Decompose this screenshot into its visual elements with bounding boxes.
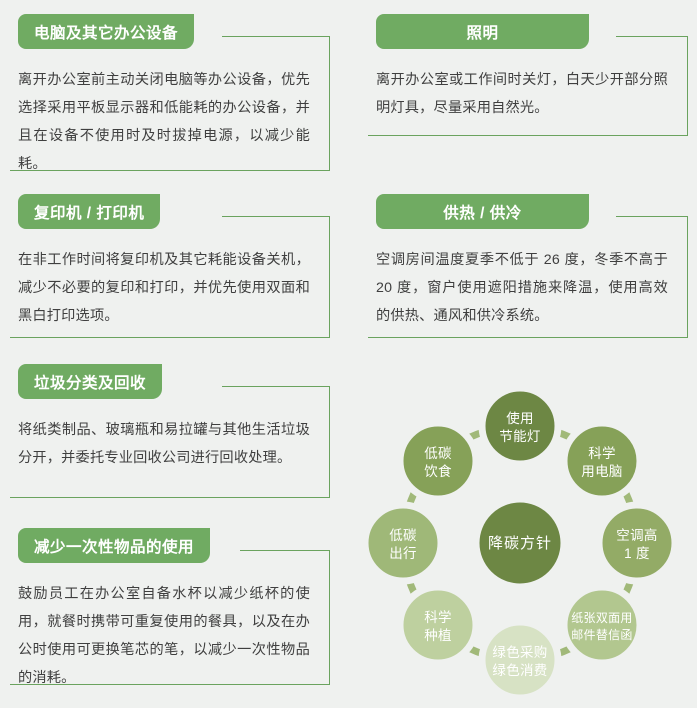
card-top-border: [616, 36, 688, 37]
diagram-node-ac-up-one-degree: 空调高 1 度: [595, 501, 679, 585]
diagram-node-scientific-computer: 科学 用电脑: [560, 419, 644, 503]
card-top-border: [240, 550, 330, 551]
card-title-tab: 电脑及其它办公设备: [18, 14, 195, 49]
carbon-reduction-cycle-diagram: 降碳方针 使用 节能灯 科学 用电脑 空调高 1 度: [355, 385, 685, 705]
diagram-node-green-purchase: 绿色采购 绿色消费: [478, 618, 562, 702]
card-body-text: 离开办公室前主动关闭电脑等办公设备，优先选择采用平板显示器和低能耗的办公设备，并…: [18, 72, 310, 172]
card-body-text: 在非工作时间将复印机及其它耗能设备关机，减少不必要的复印和打印，并优先使用双面和…: [18, 252, 310, 324]
node-circle: [560, 583, 644, 667]
node-circle: [478, 385, 562, 468]
card-title: 垃圾分类及回收: [34, 374, 147, 392]
card-body-text: 鼓励员工在办公室自备水杯以减少纸杯的使用，就餐时携带可重复使用的餐具，以及在办公…: [18, 586, 310, 686]
diagram-node-low-carbon-travel: 低碳 出行: [361, 501, 445, 585]
card-computers-office-equipment: 电脑及其它办公设备 离开办公室前主动关闭电脑等办公设备，优先选择采用平板显示器和…: [0, 14, 338, 189]
node-circle: [478, 618, 562, 702]
node-circle: [396, 419, 480, 503]
card-copier-printer: 复印机 / 打印机 在非工作时间将复印机及其它耗能设备关机，减少不必要的复印和打…: [0, 194, 338, 356]
card-title-tab: 照明: [376, 14, 589, 49]
card-body-text: 离开办公室或工作间时关灯，白天少开部分照明灯具，尽量采用自然光。: [376, 72, 668, 116]
diagram-node-energy-saving-lamp: 使用 节能灯: [478, 385, 562, 468]
diagram-center-node: 降碳方针: [472, 495, 568, 591]
node-circle: [560, 419, 644, 503]
card-title: 照明: [466, 24, 499, 42]
node-label-line2: 节能灯: [499, 429, 540, 444]
diagram-node-duplex-paper-email: 纸张双面用 邮件替信函: [560, 583, 644, 667]
card-title: 电脑及其它办公设备: [34, 24, 179, 42]
card-body-text: 空调房间温度夏季不低于 26 度，冬季不高于 20 度，窗户使用遮阳措施来降温，…: [376, 252, 668, 324]
card-title: 复印机 / 打印机: [34, 204, 145, 222]
node-label-line1: 使用: [506, 410, 534, 426]
card-heating-cooling: 供热 / 供冷 空调房间温度夏季不低于 26 度，冬季不高于 20 度，窗户使用…: [358, 194, 696, 356]
node-label-line2: 用电脑: [581, 464, 622, 479]
card-waste-sorting-recycling: 垃圾分类及回收 将纸类制品、玻璃瓶和易拉罐与其他生活垃圾分开，并委托专业回收公司…: [0, 364, 338, 516]
node-circle: [361, 501, 445, 585]
center-circle: [472, 495, 568, 591]
card-title: 供热 / 供冷: [443, 204, 522, 222]
card-title-tab: 供热 / 供冷: [376, 194, 589, 229]
card-title-tab: 垃圾分类及回收: [18, 364, 163, 399]
node-label-line2: 饮食: [424, 463, 452, 479]
card-reduce-single-use: 减少一次性物品的使用 鼓励员工在办公室自备水杯以减少纸杯的使用，就餐时携带可重复…: [0, 528, 338, 703]
node-circle: [396, 583, 480, 667]
node-label-line1: 科学: [424, 610, 452, 625]
card-title-tab: 减少一次性物品的使用: [18, 528, 211, 563]
node-label-line1: 低碳: [389, 528, 417, 543]
diagram-node-low-carbon-diet: 低碳 饮食: [396, 419, 480, 503]
node-label-line2: 1 度: [624, 546, 650, 561]
node-label-line1: 科学: [588, 446, 616, 461]
node-label-line2: 绿色消费: [492, 662, 547, 678]
node-label-line1: 纸张双面用: [571, 611, 633, 625]
card-body-text: 将纸类制品、玻璃瓶和易拉罐与其他生活垃圾分开，并委托专业回收公司进行回收处理。: [18, 422, 310, 466]
card-title-tab: 复印机 / 打印机: [18, 194, 161, 229]
node-label-line1: 绿色采购: [492, 644, 547, 660]
node-label-line2: 出行: [389, 546, 417, 561]
node-circle: [595, 501, 679, 585]
diagram-node-scientific-planting: 科学 种植: [396, 583, 480, 667]
card-top-border: [222, 216, 330, 217]
card-top-border: [222, 386, 330, 387]
card-title: 减少一次性物品的使用: [34, 538, 195, 556]
node-label-line1: 低碳: [424, 446, 452, 461]
center-label: 降碳方针: [488, 535, 552, 552]
node-label-line2: 种植: [424, 628, 452, 643]
card-top-border: [616, 216, 688, 217]
node-label-line1: 空调高: [616, 527, 657, 543]
node-label-line2: 邮件替信函: [571, 628, 633, 642]
card-lighting: 照明 离开办公室或工作间时关灯，白天少开部分照明灯具，尽量采用自然光。: [358, 14, 696, 154]
card-top-border: [222, 36, 330, 37]
